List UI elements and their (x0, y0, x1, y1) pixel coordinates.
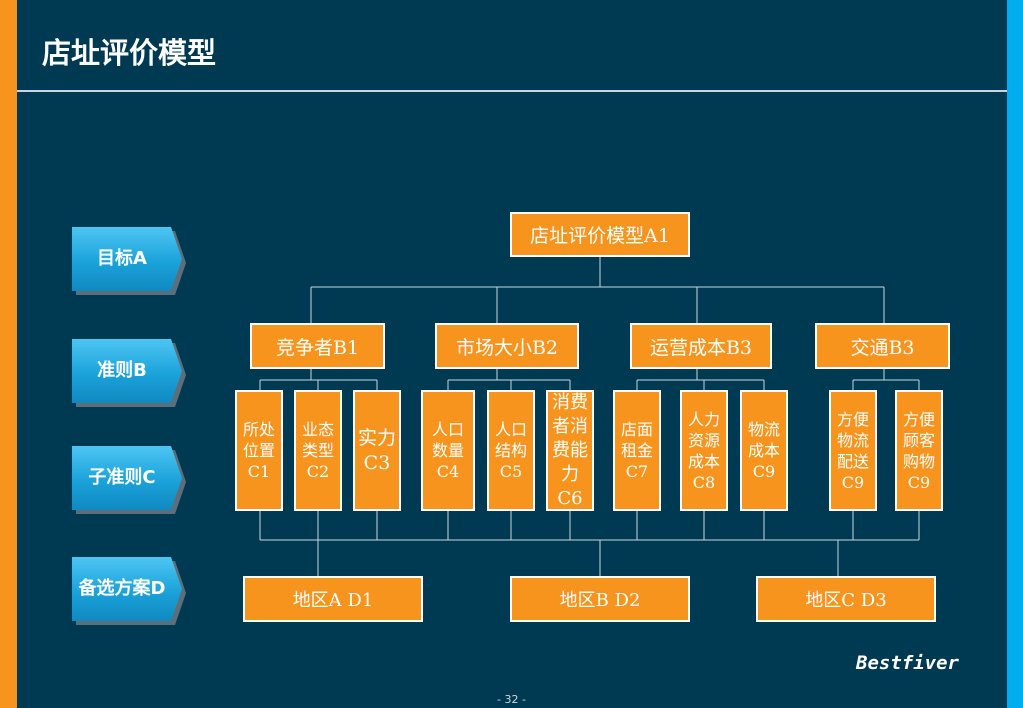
alternative-node: 地区C D3 (756, 576, 936, 622)
sub-criteria-node: 物流 成本 C9 (740, 390, 788, 511)
brand-logo: Bestfiver (856, 652, 959, 674)
goal-node: 店址评价模型A1 (510, 212, 690, 257)
level-label-goal: 目标A (72, 227, 186, 295)
criteria-node: 交通B3 (815, 323, 950, 369)
sub-criteria-node: 消费 者消 费能 力C6 (546, 390, 594, 511)
level-label-sub-criteria: 子准则C (72, 446, 186, 514)
page-title: 店址评价模型 (42, 36, 217, 70)
sub-criteria-node: 方便 物流 配送 C9 (829, 390, 877, 511)
criteria-node: 市场大小B2 (435, 323, 579, 369)
sub-criteria-node: 人口 数量 C4 (421, 390, 475, 511)
sub-criteria-node: 方便 顾客 购物 C9 (895, 390, 943, 511)
title-divider (17, 90, 1007, 92)
page-number: - 32 - (497, 693, 526, 706)
sub-criteria-node: 实力 C3 (353, 390, 401, 511)
left-accent-stripe (0, 0, 17, 708)
level-label-criteria: 准则B (72, 339, 186, 407)
sub-criteria-node: 业态 类型 C2 (294, 390, 342, 511)
sub-criteria-node: 人力 资源 成本 C8 (680, 390, 728, 511)
criteria-node: 运营成本B3 (630, 323, 772, 369)
sub-criteria-node: 所处 位置 C1 (235, 390, 283, 511)
sub-criteria-node: 人口 结构 C5 (487, 390, 535, 511)
alternative-node: 地区A D1 (243, 576, 423, 622)
alternative-node: 地区B D2 (510, 576, 690, 622)
right-accent-stripe (1007, 0, 1023, 708)
sub-criteria-node: 店面 租金 C7 (613, 390, 661, 511)
level-label-alternatives: 备选方案D (72, 557, 186, 625)
criteria-node: 竞争者B1 (250, 323, 385, 369)
